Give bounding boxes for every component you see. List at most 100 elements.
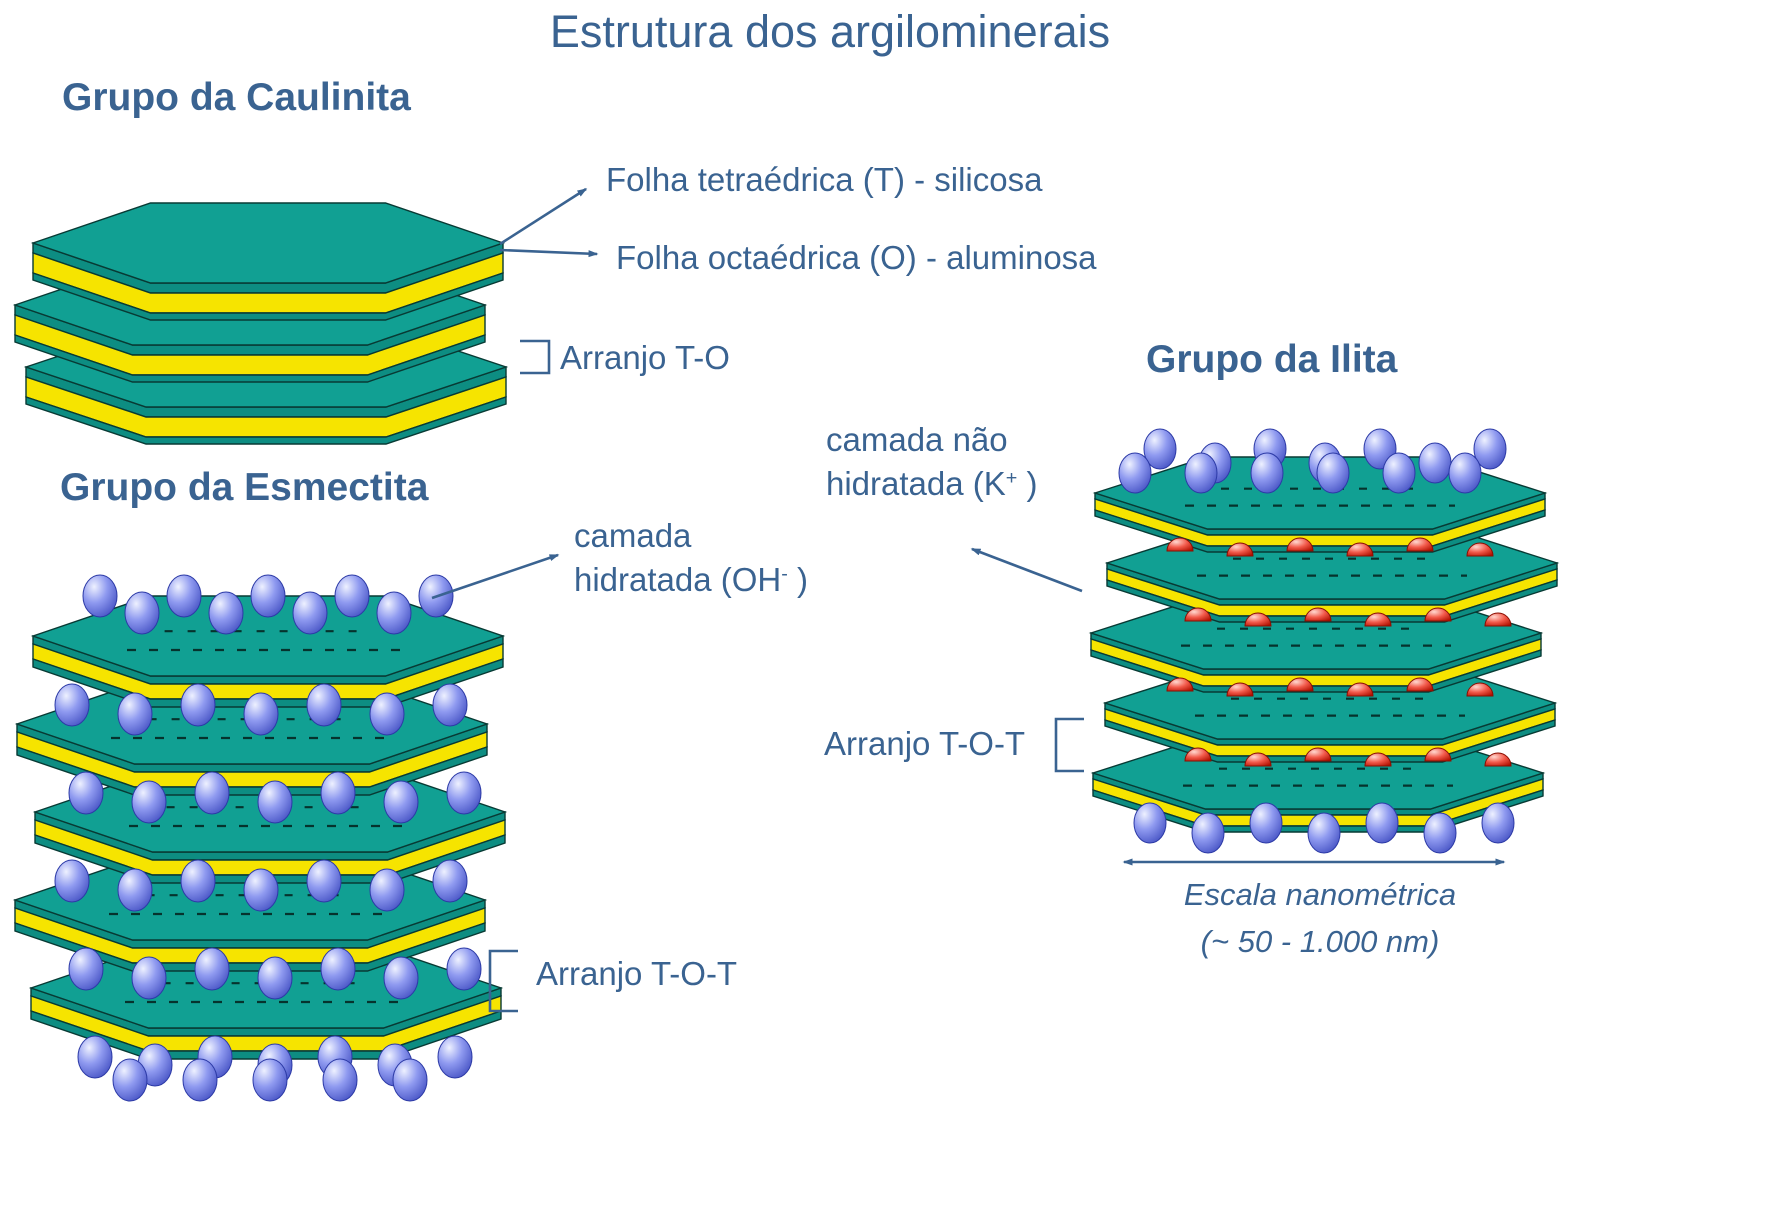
heading-ilita: Grupo da Ilita — [1146, 338, 1398, 381]
hydrated-cation-sphere — [208, 591, 244, 635]
potassium-ion-dome — [1424, 747, 1452, 762]
potassium-ion-dome — [1304, 607, 1332, 622]
hydrated-cation-sphere — [82, 574, 118, 618]
hydrated-cation-sphere — [252, 1058, 288, 1102]
plate-sheet-band — [1094, 509, 1546, 553]
hydrated-cation-sphere — [1365, 802, 1399, 844]
hydrated-cation-sphere — [112, 1058, 148, 1102]
hydrated-cation-sphere — [1143, 428, 1177, 470]
hydrated-cation-sphere — [68, 771, 104, 815]
hydrated-cation-sphere — [124, 591, 160, 635]
hydroxyl-charge-superscript: - — [781, 562, 788, 585]
hydrated-cation-sphere — [194, 947, 230, 991]
camada-hidratada-line2-close: ) — [787, 560, 809, 598]
potassium-ion-dome — [1184, 607, 1212, 622]
hydrated-cation-sphere — [182, 1058, 218, 1102]
plate-sheet-band — [1090, 649, 1542, 693]
hydrated-cation-sphere — [243, 868, 279, 912]
hydrated-cation-sphere — [292, 591, 328, 635]
hydrated-cation-sphere — [376, 591, 412, 635]
hydrated-cation-sphere — [306, 859, 342, 903]
hydrated-cation-sphere — [1448, 452, 1482, 494]
camada-nao-hidratada-line2: hidratada (K — [826, 464, 1006, 502]
potassium-ion-dome — [1304, 747, 1332, 762]
plate-sheet-band — [14, 334, 486, 383]
plate-sheet-band — [1104, 719, 1556, 763]
potassium-charge-superscript: + — [1005, 466, 1018, 489]
plate-sheet-band — [1106, 579, 1558, 623]
clay-plate — [30, 202, 506, 321]
hydrated-cation-sphere — [306, 683, 342, 727]
hydrated-cation-sphere — [180, 859, 216, 903]
hydrated-cation-sphere — [432, 859, 468, 903]
hydrated-cation-sphere — [77, 1035, 113, 1079]
label-escala-nanometrica: Escala nanométrica (~ 50 - 1.000 nm) — [1120, 872, 1520, 965]
hydrated-cation-sphere — [1382, 452, 1416, 494]
label-camada-nao-hidratada: camada não hidratada (K+ ) — [826, 418, 1038, 505]
hydrated-cation-sphere — [320, 771, 356, 815]
potassium-ion-dome — [1166, 677, 1194, 692]
hydrated-cation-sphere — [194, 771, 230, 815]
hydrated-cation-sphere — [383, 956, 419, 1000]
hydrated-cation-sphere — [322, 1058, 358, 1102]
hydrated-cation-sphere — [1481, 802, 1515, 844]
potassium-ion-dome — [1406, 677, 1434, 692]
ilita-structure-diagram — [1088, 428, 1560, 854]
camada-nao-hidratada-line2-close: ) — [1017, 464, 1038, 502]
hydrated-cation-sphere — [166, 574, 202, 618]
hydrated-cation-sphere — [446, 947, 482, 991]
potassium-ion-dome — [1364, 752, 1392, 767]
hydrated-cation-sphere — [68, 947, 104, 991]
potassium-ion-dome — [1226, 682, 1254, 697]
label-folha-octaedrica: Folha octaédrica (O) - aluminosa — [616, 239, 1097, 276]
potassium-ion-dome — [1226, 542, 1254, 557]
hydrated-cation-sphere — [243, 692, 279, 736]
hydrated-cation-sphere — [1307, 812, 1341, 854]
hydrated-cation-sphere — [320, 947, 356, 991]
hydrated-cation-sphere — [383, 780, 419, 824]
hydrated-cation-sphere — [117, 692, 153, 736]
escala-line2: (~ 50 - 1.000 nm) — [1200, 923, 1440, 959]
hydrated-cation-sphere — [131, 780, 167, 824]
potassium-ion-dome — [1346, 682, 1374, 697]
label-camada-hidratada: camada hidratada (OH- ) — [574, 514, 808, 601]
camada-hidratada-line2: hidratada (OH — [574, 560, 782, 598]
hydrated-cation-sphere — [1184, 452, 1218, 494]
hydrated-cation-sphere — [1473, 428, 1507, 470]
camada-nao-hidratada-line1: camada não — [826, 421, 1008, 458]
esmectita-structure-diagram — [12, 574, 508, 1102]
potassium-ion-dome — [1286, 537, 1314, 552]
hydrated-cation-sphere — [1316, 452, 1350, 494]
potassium-ion-dome — [1244, 612, 1272, 627]
hydrated-cation-sphere — [180, 683, 216, 727]
hydrated-cation-sphere — [1133, 802, 1167, 844]
potassium-ion-dome — [1484, 612, 1512, 627]
hydrated-cation-sphere — [1423, 812, 1457, 854]
hydrated-cation-sphere — [1249, 802, 1283, 844]
label-arranjo-to: Arranjo T-O — [560, 339, 730, 376]
hydrated-cation-sphere — [369, 868, 405, 912]
hydrated-cation-sphere — [334, 574, 370, 618]
potassium-ion-dome — [1364, 612, 1392, 627]
hydrated-cation-sphere — [1118, 452, 1152, 494]
potassium-ion-dome — [1424, 607, 1452, 622]
potassium-ion-dome — [1466, 682, 1494, 697]
plate-sheet-band — [25, 396, 507, 445]
hydrated-cation-sphere — [1191, 812, 1225, 854]
plate-sheet-band — [34, 834, 506, 884]
heading-caulinita: Grupo da Caulinita — [62, 76, 411, 119]
escala-line1: Escala nanométrica — [1183, 877, 1457, 912]
plate-sheet-band — [32, 658, 504, 708]
hydrated-cation-sphere — [117, 868, 153, 912]
hydrated-cation-sphere — [257, 780, 293, 824]
page-title: Estrutura dos argilominerais — [549, 6, 1111, 57]
hydrated-cation-sphere — [1250, 452, 1284, 494]
hydrated-cation-sphere — [432, 683, 468, 727]
hydrated-cation-sphere — [437, 1035, 473, 1079]
hydrated-cation-sphere — [54, 859, 90, 903]
label-folha-tetraedrica: Folha tetraédrica (T) - silicosa — [606, 161, 1043, 198]
hydrated-cation-sphere — [257, 956, 293, 1000]
hydrated-cation-sphere — [392, 1058, 428, 1102]
caulinita-structure-diagram — [12, 202, 509, 445]
potassium-ion-dome — [1244, 752, 1272, 767]
